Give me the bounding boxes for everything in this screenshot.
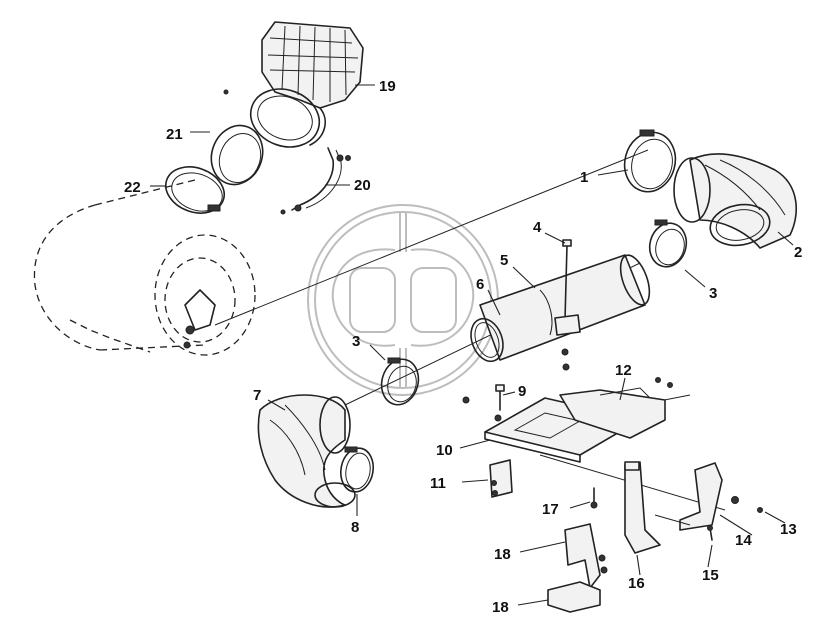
part-8-clamp (339, 446, 375, 493)
callout-labels: 19 21 22 20 1 2 4 5 6 3 3 7 8 9 10 11 12… (124, 78, 802, 616)
part-1-clamp (623, 129, 677, 193)
callout-21: 20 (354, 177, 371, 194)
callout-11: 11 (430, 475, 446, 492)
callout-1: 1 (580, 169, 588, 186)
part-12-bracket-rail (559, 387, 666, 439)
part-17-bolt (590, 487, 598, 509)
callout-17: 17 (542, 501, 559, 518)
callout-14: 14 (735, 532, 752, 549)
callout-2: 2 (794, 244, 802, 261)
callout-3-upper: 3 (709, 285, 717, 302)
part-2-elbow (673, 153, 798, 249)
part-18-bracket (564, 523, 608, 589)
part-14-bracket (654, 462, 723, 531)
callout-18: 18 (494, 546, 511, 563)
callout-7: 7 (253, 387, 261, 404)
callout-15: 15 (702, 567, 719, 584)
callout-13: 13 (780, 521, 797, 538)
callout-23: 22 (124, 179, 141, 196)
part-9-bolt (462, 384, 505, 422)
callout-22: 21 (166, 126, 183, 143)
callout-5: 5 (500, 252, 508, 269)
air-cleaner-housing (33, 179, 256, 356)
callout-4: 4 (533, 219, 542, 236)
callout-9: 9 (518, 383, 526, 400)
part-11-bracket (489, 459, 513, 498)
callout-12: 12 (615, 362, 632, 379)
part-21-strap (223, 89, 351, 215)
part-3-clamp-lower (380, 357, 420, 406)
callout-10: 10 (436, 442, 453, 459)
callout-3-lower: 3 (352, 333, 360, 350)
callout-8: 8 (351, 519, 359, 536)
part-20-intake-cap (249, 21, 364, 148)
part-16-leg-bracket (624, 461, 661, 554)
part-7-elbow (257, 394, 356, 508)
part-23-clamp (165, 166, 225, 214)
callout-leaders (150, 84, 794, 606)
callout-6: 6 (476, 276, 484, 293)
part-3-clamp-upper (648, 219, 688, 268)
callout-19: 18 (492, 599, 509, 616)
watermark-logo (307, 204, 499, 396)
part-4-bolt (554, 239, 581, 371)
part-22-hose (210, 124, 264, 186)
callout-16: 16 (628, 575, 645, 592)
part-5-tube (479, 254, 651, 361)
part-15-screw (655, 377, 713, 541)
part-13-bolt (731, 496, 763, 513)
part-19-plate (547, 581, 601, 613)
part-6-seal-ring (470, 317, 504, 363)
callout-20: 19 (379, 78, 396, 95)
